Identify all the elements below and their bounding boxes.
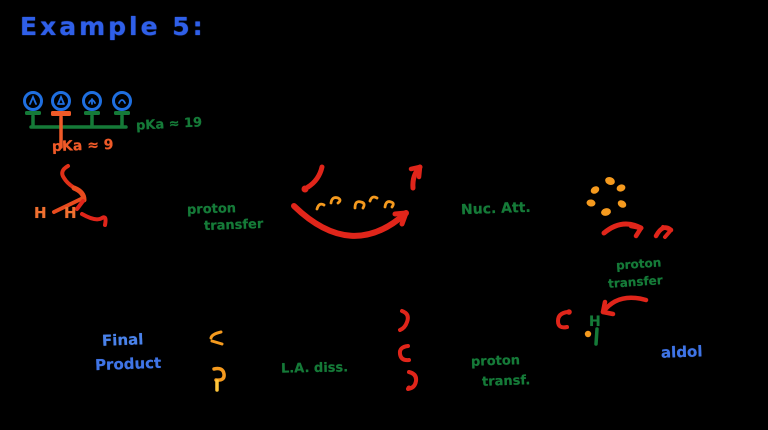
proton-circle-mark <box>57 94 65 105</box>
h-atom-label: H <box>64 204 77 222</box>
h-atom-label-green: H <box>589 314 601 330</box>
electron-marks <box>315 195 395 211</box>
arrowhead <box>392 210 409 227</box>
proton-circle-mark <box>118 99 126 104</box>
final-product-line2: Product <box>94 353 162 375</box>
aldol-arrow-sketch <box>555 295 649 346</box>
arrowhead <box>661 225 673 239</box>
proton-transfer-arc-sketch <box>291 164 423 239</box>
page-title: Example 5: <box>20 12 206 41</box>
orange-dot <box>584 330 592 338</box>
arrowhead <box>408 164 423 180</box>
step-proton-transfer-1-line2: transfer <box>203 216 264 235</box>
pka-comparison-sketch <box>23 91 132 149</box>
pka-minor-label: pKa ≈ 9 <box>51 136 114 156</box>
step-proton-transf-3-line1: proton <box>470 353 521 370</box>
aldol-label: aldol <box>660 342 703 362</box>
green-bond <box>594 327 599 346</box>
arrowhead <box>628 223 644 239</box>
pka-bracket <box>29 114 128 129</box>
intermediate-squiggles-sketch <box>397 309 419 391</box>
proton-circle-mark <box>88 98 96 105</box>
arrowhead <box>600 299 616 317</box>
step-la-diss-label: L.A. diss. <box>280 360 349 377</box>
proton-molecule-sketch <box>52 164 108 227</box>
final-product-line1: Final <box>101 330 144 350</box>
proton-circle-mark <box>29 94 37 105</box>
h-atom-label: H <box>34 204 47 222</box>
orange-cluster-sketch <box>586 177 627 216</box>
nuc-attack-arrows-sketch <box>601 221 674 239</box>
step-nuc-att-label: Nuc. Att. <box>460 199 531 219</box>
step-proton-transf-3-line2: transf. <box>481 373 531 390</box>
final-product-marks-sketch <box>209 330 226 392</box>
step-proton-transfer-1-line1: proton <box>186 201 237 218</box>
